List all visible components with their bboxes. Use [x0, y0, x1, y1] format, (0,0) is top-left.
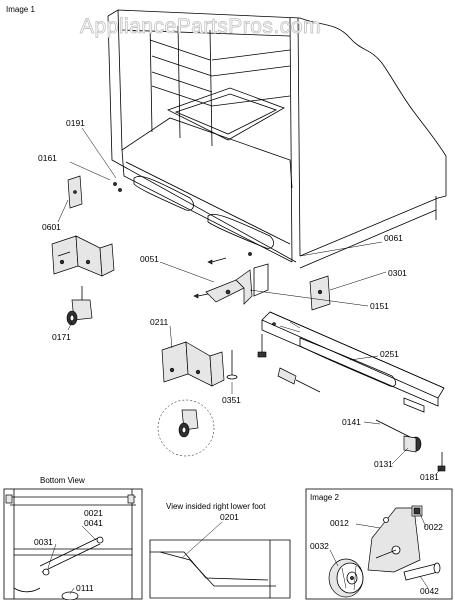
- label-0051: 0051: [140, 254, 159, 264]
- label-0061: 0061: [384, 233, 403, 243]
- right-foot-inset: View insided right lower foot: [149, 502, 291, 599]
- label-0301: 0301: [388, 268, 407, 278]
- right-front-bracket: [161, 341, 238, 387]
- caption-image-1: Image 1: [6, 5, 35, 14]
- label-0111: 0111: [76, 583, 94, 593]
- label-0161: 0161: [38, 153, 57, 163]
- front-toe-rail: [261, 311, 445, 413]
- image-2-inset: Image 2: [305, 488, 453, 600]
- left-caster: [66, 286, 93, 326]
- caption-right-foot: View insided right lower foot: [166, 502, 266, 511]
- label-0351: 0351: [222, 395, 241, 405]
- label-0032: 0032: [310, 541, 329, 551]
- label-0181: 0181: [420, 472, 439, 482]
- label-0171: 0171: [52, 332, 71, 342]
- watermark: AppliancePartsPros.com: [80, 15, 321, 38]
- refrigerator-cabinet: [107, 9, 447, 269]
- leader-lines: [57, 127, 443, 475]
- label-0151: 0151: [370, 301, 389, 311]
- label-0191: 0191: [66, 118, 85, 128]
- label-0141: 0141: [342, 417, 361, 427]
- label-0012: 0012: [330, 518, 349, 528]
- label-0251: 0251: [380, 349, 399, 359]
- bottom-view-inset: Bottom View: [3, 476, 143, 600]
- label-0211: 0211: [150, 317, 169, 327]
- front-caster-circled: [157, 399, 215, 457]
- label-0601: 0601: [42, 222, 61, 232]
- label-0031: 0031: [34, 537, 53, 547]
- rail-fasteners: [257, 334, 446, 472]
- right-rear-bracket: [253, 263, 331, 311]
- leveling-bracket: [193, 257, 253, 305]
- label-0022: 0022: [424, 522, 443, 532]
- label-0131: 0131: [374, 459, 393, 469]
- left-front-bracket: [51, 175, 115, 277]
- label-0041: 0041: [84, 518, 103, 528]
- label-0042: 0042: [420, 586, 439, 596]
- caption-image-2: Image 2: [310, 493, 339, 502]
- label-0021: 0021: [84, 508, 103, 518]
- label-0201: 0201: [220, 512, 239, 522]
- caption-bottom-view: Bottom View: [40, 476, 85, 485]
